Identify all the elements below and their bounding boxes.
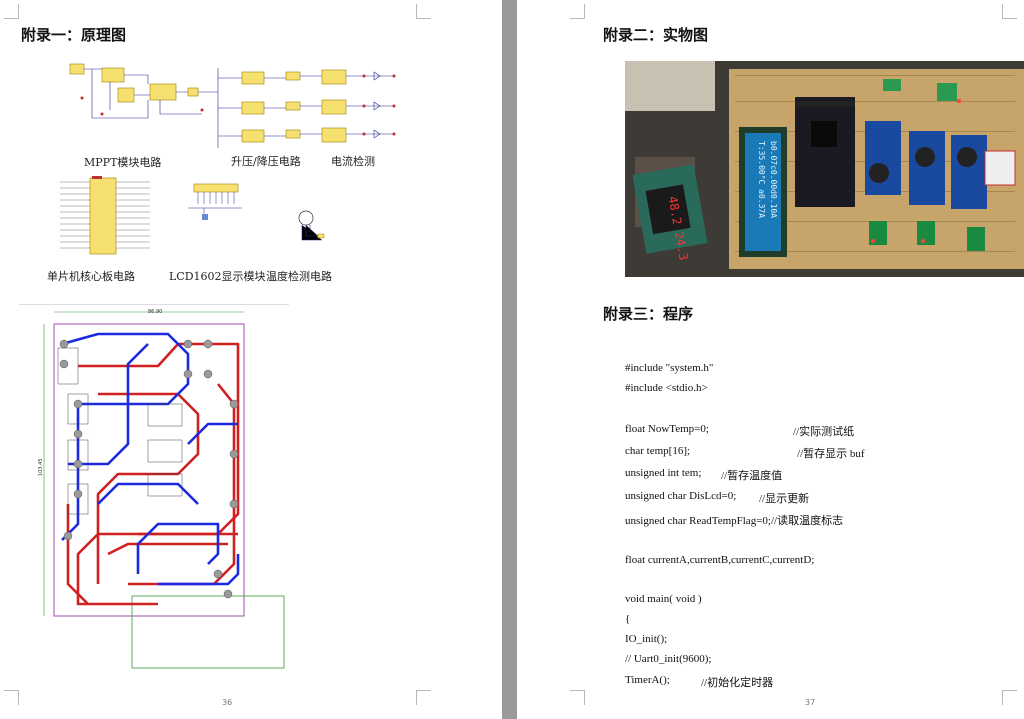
caption-temp: 温度检测电路	[266, 270, 332, 283]
code-line: void main( void )	[625, 593, 702, 605]
appendix3-heading: 附录三：程序	[603, 305, 694, 323]
code-comment: //暂存温度值	[721, 470, 783, 482]
right-page: 附录二：实物图 T:35.00°C a0.37A b0.07c0.00d0.10…	[517, 0, 1024, 719]
crop-mark	[416, 690, 431, 705]
code-comment: //显示更新	[759, 493, 810, 505]
code-comment: //初始化定时器	[701, 677, 774, 689]
code-comment: //暂存显示 buf	[797, 448, 865, 460]
boost-buck-schematic	[217, 68, 396, 148]
crop-mark	[4, 4, 19, 19]
mcu-schematic	[60, 176, 150, 255]
caption-mcu: 单片机核心板电路	[47, 270, 135, 283]
code-line: #include <stdio.h>	[625, 382, 708, 394]
code-line: #include "system.h"	[625, 362, 714, 374]
crop-mark	[416, 4, 431, 19]
code-line: unsigned char ReadTempFlag=0;//读取温度标志	[625, 515, 844, 527]
code-line: TimerA();	[625, 674, 670, 686]
pcb-height-label: 103.45	[38, 459, 44, 477]
mppt-schematic	[69, 63, 218, 119]
divider	[19, 304, 289, 305]
lcd-line1: T:35.00°C a0.37A	[757, 141, 766, 218]
pcb-layout: 86.90 103.45	[38, 309, 285, 669]
pcb-width-label: 86.90	[148, 309, 162, 315]
caption-current: 电流检测	[331, 155, 375, 168]
temperature-schematic	[298, 210, 325, 241]
caption-boost: 升压/降压电路	[231, 155, 301, 168]
caption-lcd: LCD1602显示模块	[169, 270, 266, 283]
code-line: IO_init();	[625, 633, 668, 645]
appendix2-heading: 附录二：实物图	[603, 26, 709, 44]
appendix1-heading: 附录一：原理图	[21, 26, 127, 44]
crop-mark	[4, 690, 19, 705]
lcd1602-schematic	[188, 183, 242, 220]
code-line: unsigned char DisLcd=0;	[625, 490, 737, 502]
code-comment: //实际测试纸	[793, 426, 855, 438]
page-number-right: 37	[805, 698, 816, 707]
page-number-left: 36	[222, 698, 233, 707]
code-line: // Uart0_init(9600);	[625, 653, 712, 665]
lcd-line2: b0.07c0.00d0.10A	[769, 141, 778, 218]
hardware-photo: T:35.00°C a0.37A b0.07c0.00d0.10A 48.2 2…	[625, 61, 1024, 277]
code-line: float currentA,currentB,currentC,current…	[625, 554, 815, 566]
code-line: {	[625, 613, 631, 625]
code-line: float NowTemp=0;	[625, 423, 709, 435]
code-line: unsigned int tem;	[625, 467, 702, 479]
crop-mark	[570, 690, 585, 705]
left-page: 附录一：原理图 MPPT模块电路 升压/降压电路 电流检测	[0, 0, 502, 719]
code-line: char temp[16];	[625, 445, 691, 457]
caption-mppt: MPPT模块电路	[84, 156, 162, 169]
crop-mark	[1002, 4, 1017, 19]
crop-mark	[570, 4, 585, 19]
crop-mark	[1002, 690, 1017, 705]
